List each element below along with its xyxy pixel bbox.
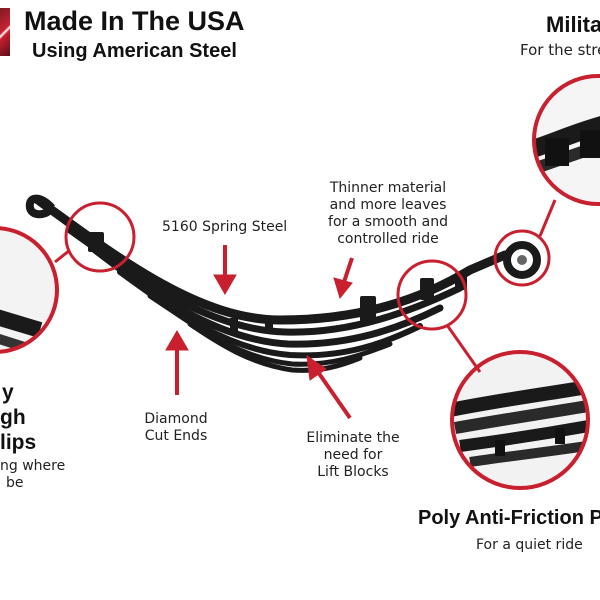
left-feature-subtitle: ng where be <box>0 458 66 491</box>
leaf-spring <box>33 195 510 373</box>
arrows <box>165 245 354 420</box>
thinner-material-label: Thinner material and more leaves for a s… <box>328 180 448 247</box>
left-eye <box>25 194 55 219</box>
spring-steel-label: 5160 Spring Steel <box>162 219 288 235</box>
connector-lines <box>54 199 557 373</box>
header-title: Made In The USA <box>24 6 245 36</box>
left-clip-highlight <box>64 201 136 273</box>
left-feature-title: y gh lips <box>0 381 37 454</box>
military-wrap-title: Militar <box>546 12 600 37</box>
left-zoom-ring <box>0 226 59 354</box>
eye-highlight <box>493 229 551 287</box>
military-wrap-subtitle: For the stre <box>520 41 600 59</box>
right-bottom-zoom-ring <box>450 350 590 490</box>
right-top-zoom-ring <box>532 74 600 206</box>
right-top-zoom-detail <box>534 76 600 204</box>
diamond-cut-label: Diamond Cut Ends <box>144 411 208 444</box>
right-eye <box>503 241 541 279</box>
poly-anti-friction-subtitle: For a quiet ride <box>476 537 583 553</box>
poly-pad-highlight <box>396 259 468 331</box>
clip-hardware <box>88 232 467 332</box>
header-subtitle: Using American Steel <box>32 40 237 62</box>
eliminate-blocks-label: Eliminate the need for Lift Blocks <box>306 430 400 480</box>
flag-logo <box>0 8 10 56</box>
poly-anti-friction-title: Poly Anti-Friction P <box>418 507 600 529</box>
